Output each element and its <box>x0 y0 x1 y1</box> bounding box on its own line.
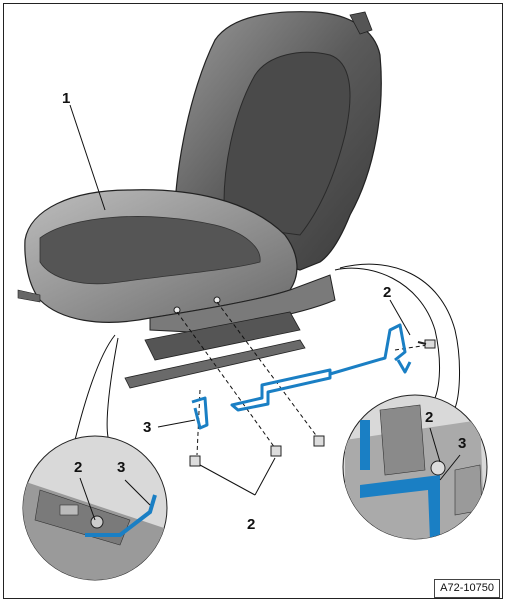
figure-code: A72-10750 <box>434 579 500 598</box>
bolt-hole-left <box>173 306 181 314</box>
headrest <box>349 11 373 35</box>
detail-left <box>22 435 168 581</box>
callout-cable-main: 3 <box>143 419 151 436</box>
callout-detail-right-bolt: 2 <box>425 409 433 426</box>
bolt-bottom-right <box>313 435 325 447</box>
seat-lever <box>17 289 41 303</box>
bolt-bottom-left <box>189 455 201 467</box>
callout-bolt-bottom: 2 <box>247 516 255 533</box>
bolt-top-right <box>417 339 436 349</box>
callout-detail-right-cable: 3 <box>458 435 466 452</box>
wiring-harness <box>191 323 412 430</box>
seat-cushion-insert <box>39 216 261 285</box>
callout-detail-left-cable: 3 <box>117 459 125 476</box>
callout-bolt-top-right: 2 <box>383 284 391 301</box>
backrest-insert <box>223 51 351 236</box>
detail-right <box>342 394 488 540</box>
bolt-bottom-mid <box>270 445 282 457</box>
seat-frame <box>144 311 301 361</box>
callout-detail-left-bolt: 2 <box>74 459 82 476</box>
bolt-hole-right <box>213 296 221 304</box>
callout-seat: 1 <box>62 90 70 107</box>
seat <box>17 11 382 389</box>
leader-lines <box>69 104 461 496</box>
figure-border <box>3 3 503 599</box>
